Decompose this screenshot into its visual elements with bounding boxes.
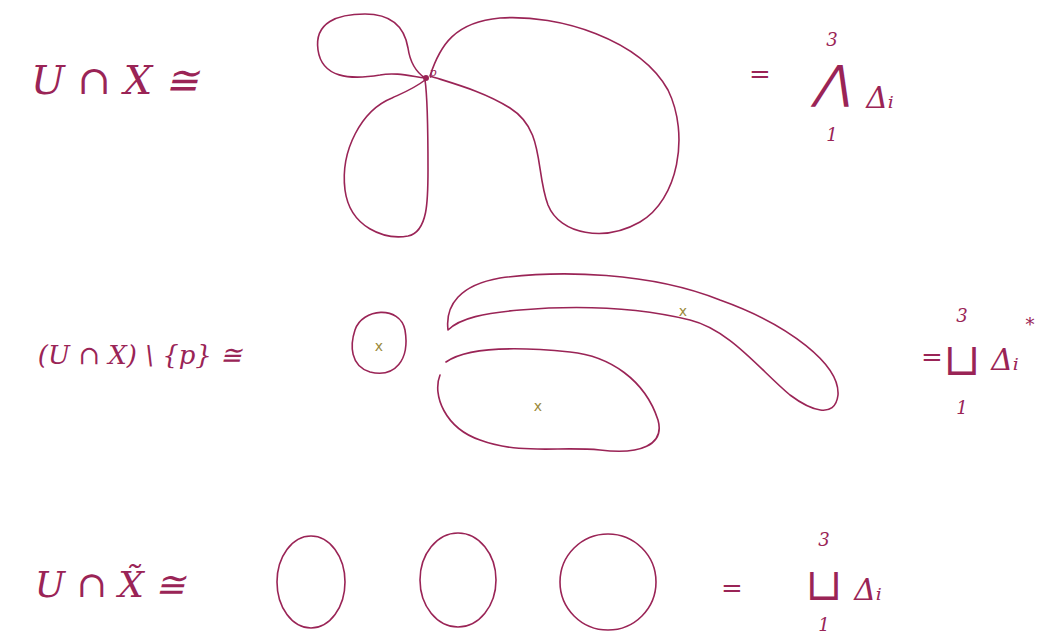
row-label: (U ∩ X) \ {p} ≅ (38, 342, 242, 368)
row-label: U ∩ X̃ ≅ (35, 567, 185, 603)
upper-index: 3 (956, 307, 967, 325)
disk-2 (420, 533, 496, 627)
coproduct-symbol: ⊔ (944, 338, 981, 382)
piece-small (352, 312, 406, 373)
superscript-star: * (1026, 316, 1035, 334)
term: Δᵢ (991, 345, 1019, 375)
point-label: p (429, 67, 436, 78)
loop-top (318, 14, 425, 78)
lower-index: 1 (818, 616, 829, 634)
point-p (424, 76, 428, 80)
lower-index: 1 (826, 126, 837, 144)
equals-sign: = (921, 344, 943, 370)
equals-sign: = (721, 575, 743, 601)
disk-1 (277, 536, 345, 628)
puncture-mark: x (534, 399, 542, 413)
coproduct-symbol: ⊔ (806, 563, 843, 607)
term: Δᵢ (854, 575, 882, 605)
puncture-mark: x (375, 339, 383, 353)
term: Δᵢ (866, 83, 894, 113)
loop-right (430, 18, 679, 234)
lower-index: 1 (956, 399, 967, 417)
piece-lower (438, 349, 659, 451)
equals-sign: = (749, 61, 771, 87)
loop-bottom (344, 80, 428, 237)
wedge-symbol: ⋀ (813, 59, 851, 105)
upper-index: 3 (818, 531, 829, 549)
upper-index: 3 (826, 31, 837, 49)
disk-3 (560, 534, 656, 630)
row-label: U ∩ X ≅ (31, 60, 199, 100)
puncture-mark: x (679, 304, 687, 318)
